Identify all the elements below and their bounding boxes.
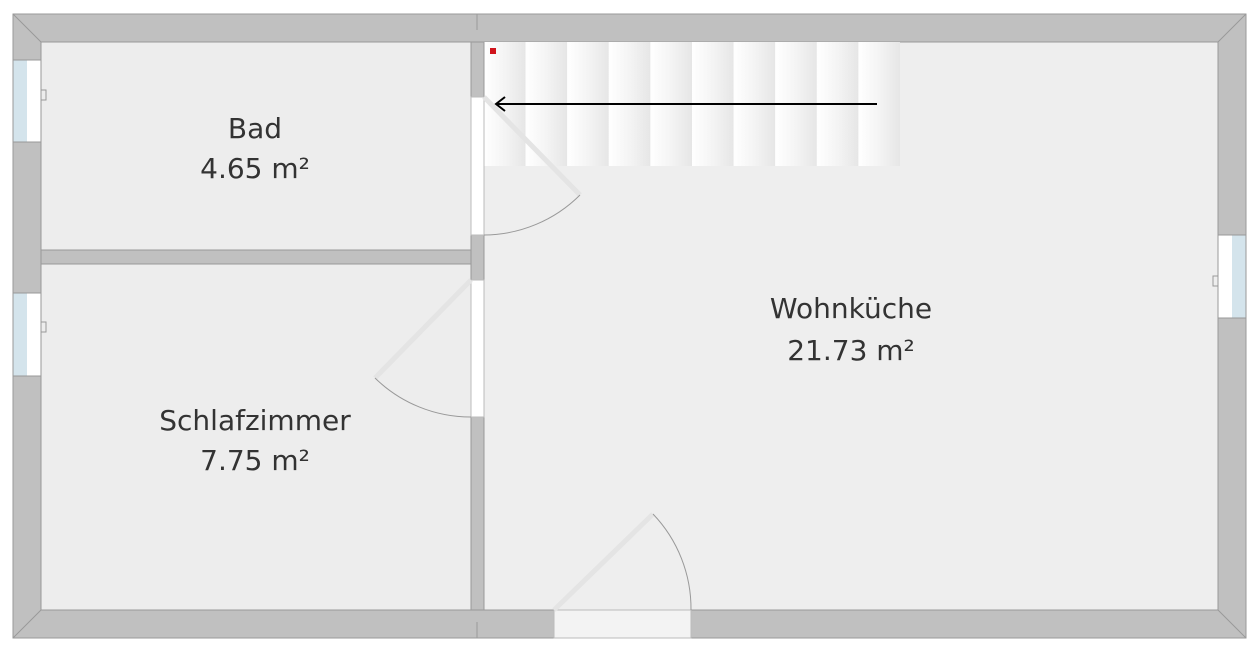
arrow-head-icon (494, 96, 506, 112)
room-name-schlafzimmer: Schlafzimmer (159, 404, 351, 437)
window-bad (12, 59, 42, 143)
room-area-wohnkueche: 21.73 m² (787, 334, 915, 367)
floor-schlafzimmer (40, 263, 472, 611)
staircase (484, 42, 900, 166)
entrance-door[interactable] (552, 512, 692, 639)
wall-joints (12, 13, 1247, 639)
floor-bad (40, 41, 472, 251)
room-area-bad: 4.65 m² (200, 152, 310, 185)
room-name-bad: Bad (228, 112, 282, 145)
window-handles (41, 89, 1218, 333)
room-area-schlafzimmer: 7.75 m² (200, 444, 310, 477)
room-name-wohnkueche: Wohnküche (770, 292, 932, 325)
red-marker (490, 48, 496, 54)
window-schlafzimmer (12, 292, 42, 377)
interior-wall-horizontal (40, 249, 472, 265)
door-bad[interactable] (470, 95, 582, 236)
door-schlafzimmer[interactable] (373, 278, 485, 418)
window-wohnkueche (1217, 234, 1247, 319)
